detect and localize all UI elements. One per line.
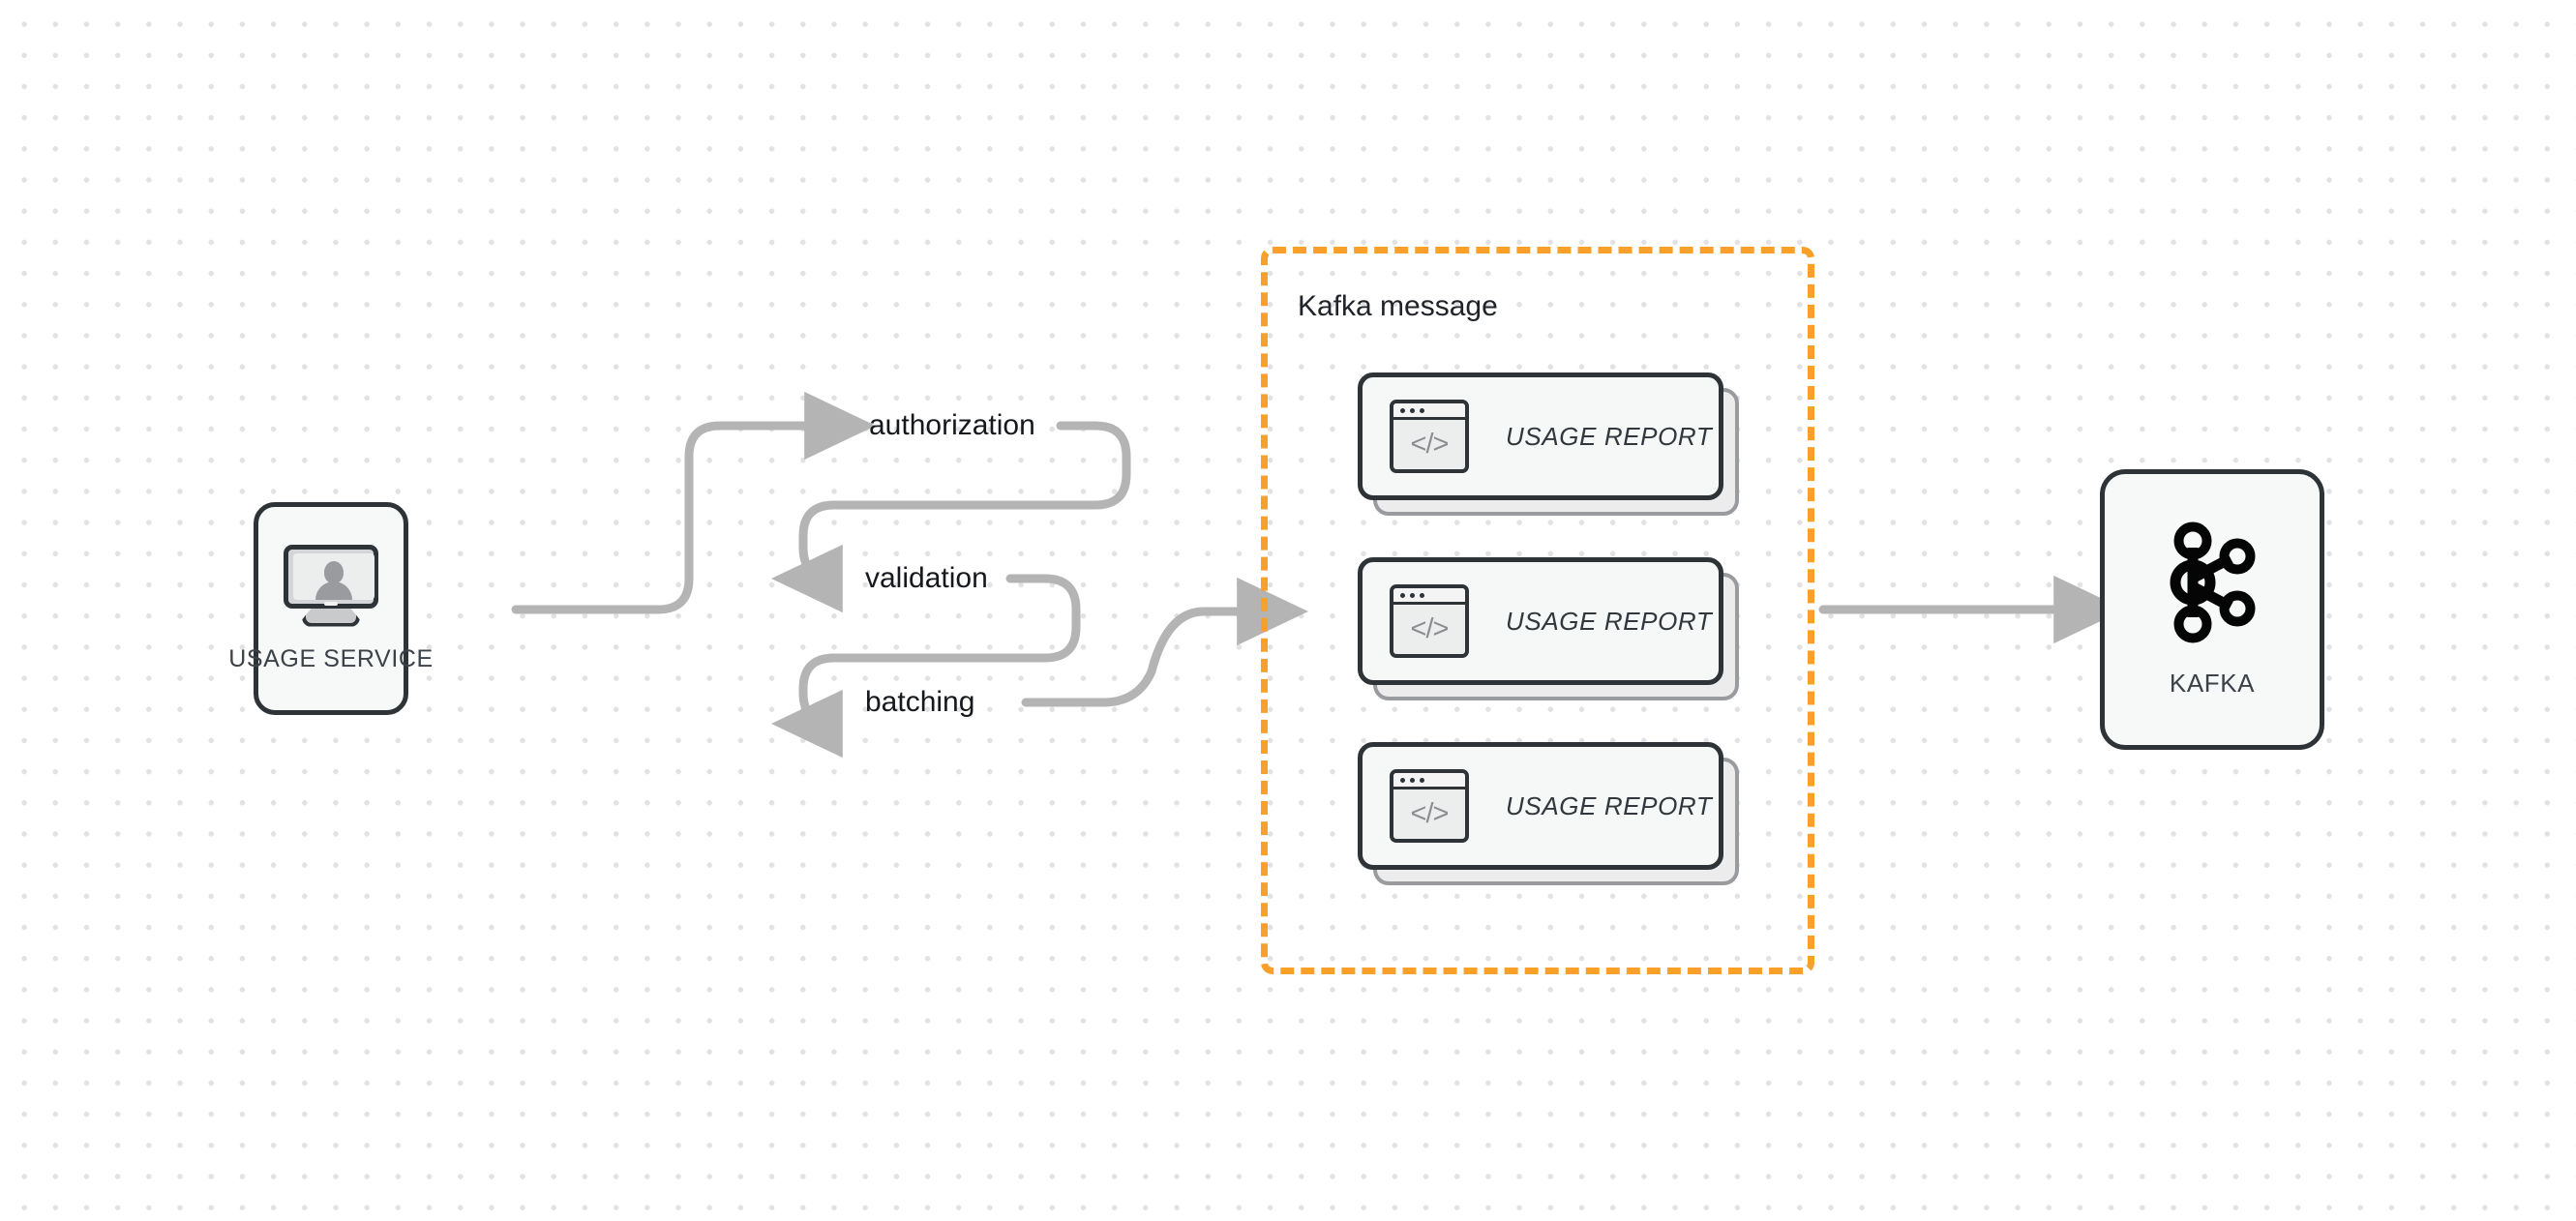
node-kafka-label: KAFKA <box>2169 668 2256 698</box>
usage-report-label: USAGE REPORT <box>1506 606 1713 636</box>
code-window-icon: </> <box>1390 584 1469 658</box>
usage-report-card-3[interactable]: </> USAGE REPORT <box>1358 742 1739 885</box>
node-kafka[interactable]: KAFKA <box>2100 469 2324 750</box>
usage-report-label: USAGE REPORT <box>1506 790 1713 820</box>
usage-report-label: USAGE REPORT <box>1506 421 1713 451</box>
wire-batching-to-kafka-message <box>1021 577 1308 707</box>
usage-report-card-2[interactable]: </> USAGE REPORT <box>1358 557 1739 700</box>
step-label-batching: batching <box>865 686 975 718</box>
wire-service-to-authorization <box>511 391 876 614</box>
code-window-icon: </> <box>1390 769 1469 843</box>
group-kafka-message-title: Kafka message <box>1298 290 1498 322</box>
step-label-validation: validation <box>865 562 988 594</box>
code-window-icon: </> <box>1390 400 1469 473</box>
step-label-authorization: authorization <box>869 409 1035 441</box>
monitor-user-icon <box>284 544 378 627</box>
kafka-logo-icon <box>2170 521 2256 642</box>
node-usage-service-label: USAGE SERVICE <box>228 644 434 672</box>
group-kafka-message: Kafka message </> USAGE REPORT <box>1261 247 1814 974</box>
wire-authorization-to-validation <box>771 421 1131 613</box>
node-usage-service[interactable]: USAGE SERVICE <box>228 502 433 715</box>
usage-report-card-1[interactable]: </> USAGE REPORT <box>1358 372 1739 516</box>
